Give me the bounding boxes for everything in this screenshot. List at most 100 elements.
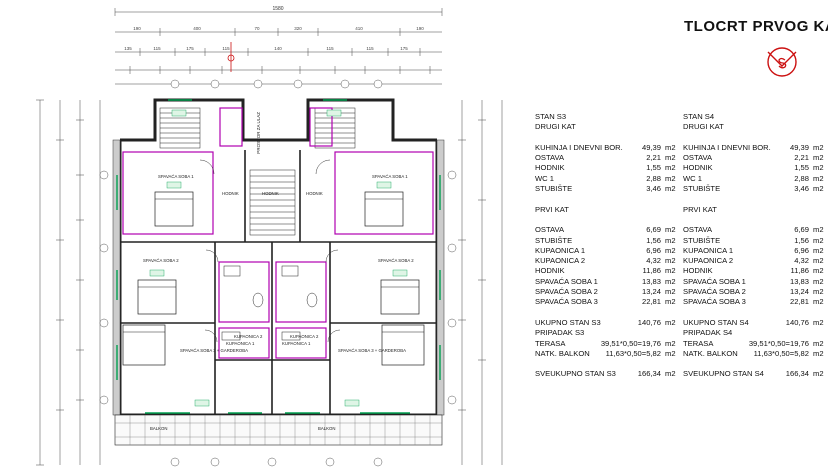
s3-header: STAN S3: [535, 112, 567, 121]
area-row-label: WC 1: [683, 173, 702, 183]
area-row-value: 1,56: [794, 235, 809, 245]
stair-center: [249, 169, 296, 236]
area-row-label: OSTAVA: [535, 225, 565, 235]
s4-ukupno-unit: m2: [813, 317, 824, 327]
room-label-balkon-right: BALKON: [318, 426, 335, 431]
area-row-unit: m2: [813, 235, 824, 245]
area-row-value: 6,96: [794, 245, 809, 255]
area-row-label: OSTAVA: [535, 153, 565, 163]
area-row-unit: m2: [665, 266, 676, 276]
area-row-unit: m2: [813, 142, 824, 152]
area-row-label: STUBIŠTE: [683, 235, 721, 245]
area-row-value: 13,83: [641, 276, 661, 286]
s3-terasa-row: TERASA 39,51*0,50=19,76 m2: [535, 339, 677, 349]
svg-text:140: 140: [274, 46, 282, 51]
area-row-unit: m2: [665, 173, 676, 183]
s4-ukupno-row: UKUPNO STAN S4 140,76 m2: [683, 318, 825, 328]
area-row: WC 1 2,88 m2: [535, 174, 677, 184]
area-row-value: 2,88: [794, 173, 809, 183]
area-table-s4: STAN S4 DRUGI KAT KUHINJA I DNEVNI BOR.4…: [683, 112, 825, 380]
s4-prvi-kat-title: PRVI KAT: [683, 204, 717, 214]
area-row-value: 2,88: [646, 173, 661, 183]
s4-sveukupno-label: SVEUKUPNO STAN S4: [683, 369, 764, 379]
s3-sveukupno-row: SVEUKUPNO STAN S3 166,34 m2: [535, 369, 677, 379]
svg-text:320: 320: [294, 26, 302, 31]
area-row-unit: m2: [665, 153, 676, 163]
balcony-strip: [114, 414, 443, 446]
s3-ukupno-unit: m2: [665, 317, 676, 327]
interior-walls: [120, 150, 437, 415]
s3-sveukupno-value: 166,34: [637, 369, 661, 379]
s3-ukupno-value: 140,76: [637, 317, 661, 327]
area-row-unit: m2: [665, 163, 676, 173]
s3-prvi-kat-title: PRVI KAT: [535, 204, 569, 214]
s4-terasa-label: TERASA: [683, 338, 714, 348]
area-row-label: KUPAONICA 2: [683, 256, 734, 266]
area-row-value: 49,39: [789, 142, 809, 152]
north-arrow-icon: [767, 47, 797, 77]
area-row-value: 3,46: [794, 184, 809, 194]
s4-terasa-calc: 39,51*0,50=19,76: [748, 338, 809, 348]
s4-balkon-calc: 11,63*0,50=5,82: [753, 348, 809, 358]
svg-text:115: 115: [222, 46, 230, 51]
stair-label: PROSTOR ZA ULAZ: [256, 112, 261, 154]
area-row-label: KUHINJA I DNEVNI BOR.: [683, 142, 771, 152]
area-row-label: HODNIK: [535, 266, 565, 276]
area-row-unit: m2: [665, 297, 676, 307]
area-row-label: OSTAVA: [683, 225, 713, 235]
s3-subheader: DRUGI KAT: [535, 122, 576, 132]
area-row-label: STUBIŠTE: [535, 235, 573, 245]
area-row-unit: m2: [813, 184, 824, 194]
area-row-unit: m2: [665, 184, 676, 194]
room-label-kupaonica-2-left: KUPAONICA 2: [234, 334, 263, 339]
area-row-value: 4,32: [794, 256, 809, 266]
s3-ukupno-label: UKUPNO STAN S3: [535, 317, 601, 327]
area-row-value: 6,69: [794, 225, 809, 235]
area-row-value: 1,55: [646, 163, 661, 173]
area-row-label: HODNIK: [683, 163, 713, 173]
area-row-unit: m2: [665, 225, 676, 235]
right-dimension-lines: [458, 100, 503, 465]
area-row-value: 2,21: [794, 153, 809, 163]
s4-ukupno-value: 140,76: [785, 317, 809, 327]
svg-text:115: 115: [366, 46, 374, 51]
s4-terasa-row: TERASA 39,51*0,50=19,76 m2: [683, 339, 825, 349]
s3-pripadak: PRIPADAK S3: [535, 328, 585, 338]
room-label-hodnik-left: HODNIK: [222, 191, 239, 196]
area-row-value: 3,46: [646, 184, 661, 194]
area-row-label: SPAVAĆA SOBA 1: [535, 276, 598, 286]
s4-terasa-unit: m2: [813, 338, 824, 348]
door-swings: [199, 159, 341, 343]
room-label-kupaonica-1-left: KUPAONICA 1: [226, 341, 255, 346]
area-row-unit: m2: [665, 142, 676, 152]
s4-subheader: DRUGI KAT: [683, 122, 724, 132]
room-label-hodnik-right: HODNIK: [306, 191, 323, 196]
s3-sveukupno-label: SVEUKUPNO STAN S3: [535, 369, 616, 379]
area-row-value: 4,32: [646, 256, 661, 266]
area-row-unit: m2: [665, 256, 676, 266]
s4-pripadak: PRIPADAK S4: [683, 328, 733, 338]
s4-sveukupno-unit: m2: [813, 369, 824, 379]
area-row-label: WC 1: [535, 173, 554, 183]
svg-text:135: 135: [124, 46, 132, 51]
room-label-spavaca-2-left: SPAVAĆA SOBA 2: [143, 258, 179, 263]
s3-terasa-label: TERASA: [535, 338, 566, 348]
area-row-value: 13,24: [641, 287, 661, 297]
area-row-unit: m2: [813, 276, 824, 286]
left-dimension-lines: [36, 99, 101, 466]
